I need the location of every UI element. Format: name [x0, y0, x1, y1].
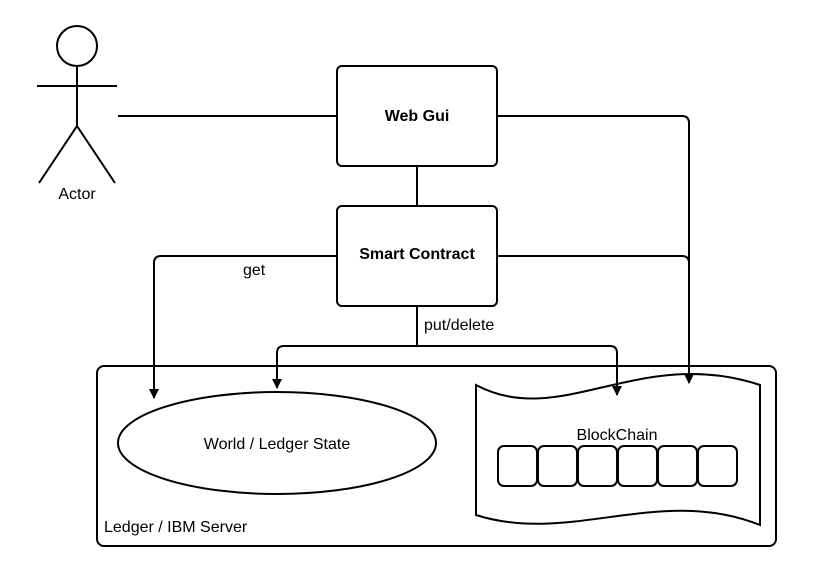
contract-to-blockchain-line [497, 255, 690, 264]
blockchain-node: BlockChain [475, 372, 761, 527]
stick-figure-icon [37, 25, 117, 184]
blockchain-block [577, 445, 618, 487]
get-arrow [149, 255, 337, 399]
blockchain-blocks [497, 445, 738, 487]
smart-contract-label: Smart Contract [359, 246, 475, 263]
actor-label: Actor [58, 186, 96, 203]
world-state-label: World / Ledger State [204, 436, 351, 453]
ledger-server-container: Ledger / IBM Server [96, 365, 777, 547]
actor-right-leg [76, 125, 116, 184]
smart-contract-node: Smart Contract [336, 205, 498, 307]
blockchain-block [497, 445, 538, 487]
get-edge-label: get [243, 262, 266, 279]
actor-left-leg [38, 125, 78, 184]
put-delete-edge-label: put/delete [424, 317, 494, 334]
actor-head [56, 25, 98, 67]
blockchain-block [537, 445, 578, 487]
connectors [118, 115, 694, 399]
blockchain-block [657, 445, 698, 487]
webgui-to-blockchain-arrow [497, 115, 694, 384]
web-gui-node: Web Gui [336, 65, 498, 167]
world-state-node: World / Ledger State [117, 391, 437, 495]
blockchain-label: BlockChain [577, 427, 658, 444]
put-delete-to-world-state-arrow [272, 345, 417, 389]
web-gui-label: Web Gui [385, 108, 450, 125]
ledger-server-label: Ledger / IBM Server [104, 519, 248, 536]
blockchain-block [617, 445, 658, 487]
blockchain-block [697, 445, 738, 487]
put-delete-to-blockchain-arrow [417, 345, 622, 396]
